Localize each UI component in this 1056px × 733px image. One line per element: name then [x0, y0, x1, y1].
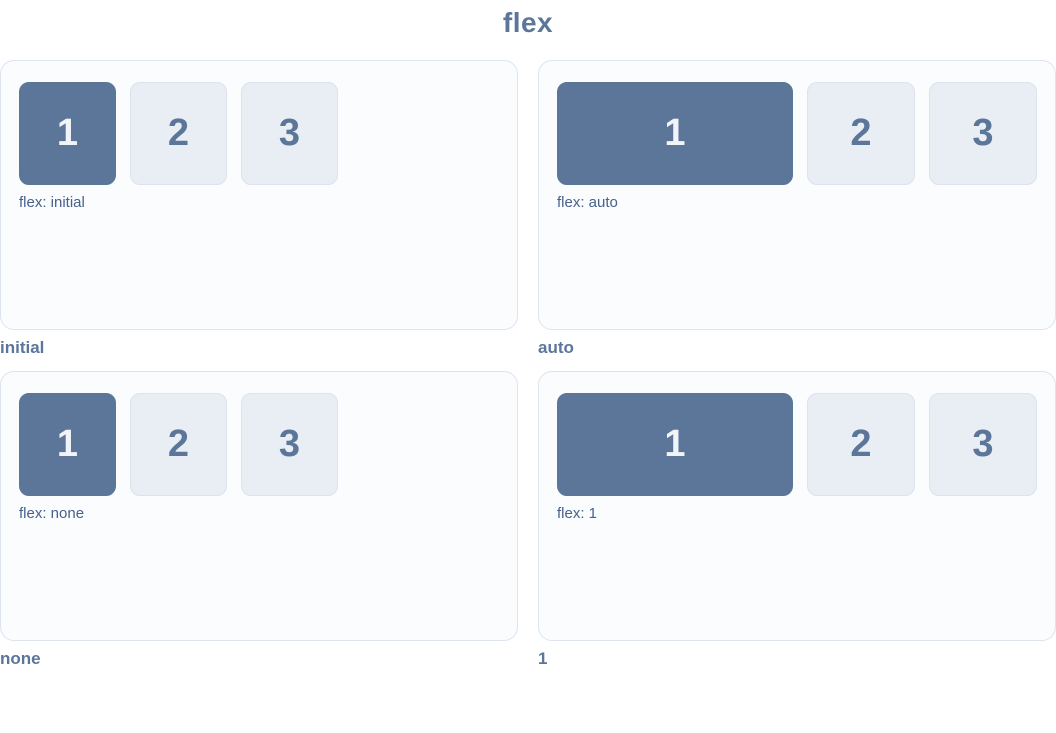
- demo-cell-1: 1 2 3 flex: 1 1: [538, 371, 1056, 682]
- prop-label: flex: 1: [557, 505, 598, 522]
- flex-item-1: 1: [557, 82, 793, 185]
- panel-caption: 1: [538, 649, 548, 668]
- page-title: flex: [502, 7, 554, 38]
- flex-item-2: 2: [130, 393, 227, 496]
- flex-row: 1 2 3: [557, 393, 1037, 496]
- flex-item-3: 3: [929, 393, 1037, 496]
- flex-item-1: 1: [557, 393, 793, 496]
- flex-item-2: 2: [807, 82, 915, 185]
- panel-auto: 1 2 3 flex: auto: [538, 60, 1056, 330]
- demo-cell-auto: 1 2 3 flex: auto auto: [538, 60, 1056, 371]
- flex-item-3: 3: [241, 82, 338, 185]
- panel-initial: 1 2 3 flex: initial: [0, 60, 518, 330]
- panel-caption: initial: [0, 338, 45, 357]
- prop-label: flex: initial: [19, 194, 85, 211]
- panel-1: 1 2 3 flex: 1: [538, 371, 1056, 641]
- flex-item-3: 3: [929, 82, 1037, 185]
- panel-caption: none: [0, 649, 41, 668]
- flex-item-2: 2: [130, 82, 227, 185]
- flex-row: 1 2 3: [557, 82, 1037, 185]
- demo-cell-none: 1 2 3 flex: none none: [0, 371, 518, 682]
- flex-row: 1 2 3: [19, 82, 499, 185]
- demo-grid: 1 2 3 flex: initial initial 1 2 3 flex: …: [0, 60, 1056, 682]
- flex-row: 1 2 3: [19, 393, 499, 496]
- demo-cell-initial: 1 2 3 flex: initial initial: [0, 60, 518, 371]
- panel-caption: auto: [538, 338, 574, 357]
- flex-item-1: 1: [19, 393, 116, 496]
- prop-label: flex: none: [19, 505, 85, 522]
- panel-none: 1 2 3 flex: none: [0, 371, 518, 641]
- flex-item-1: 1: [19, 82, 116, 185]
- prop-label: flex: auto: [557, 194, 618, 211]
- flex-item-2: 2: [807, 393, 915, 496]
- flex-item-3: 3: [241, 393, 338, 496]
